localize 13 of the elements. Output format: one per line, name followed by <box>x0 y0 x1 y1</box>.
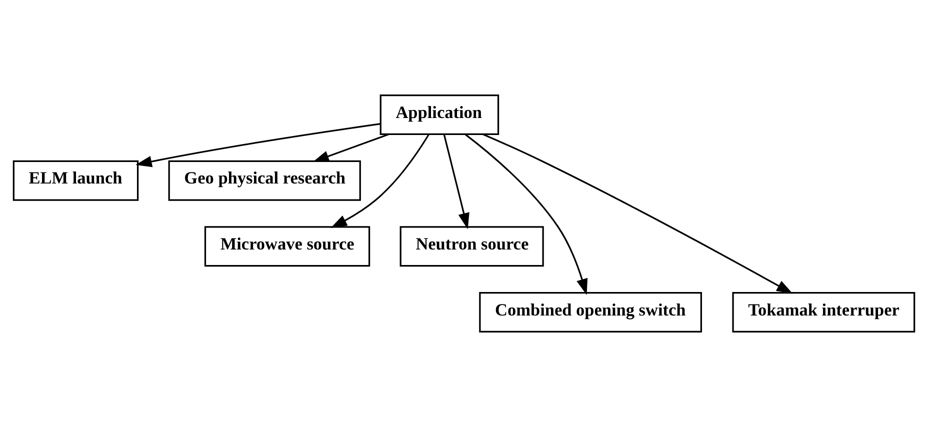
node-box: ELM launch <box>12 160 139 201</box>
node-box: Microwave source <box>204 226 370 267</box>
arrow <box>482 134 793 294</box>
node-box: Combined opening switch <box>479 292 702 332</box>
arrow <box>443 134 470 230</box>
arrow <box>464 134 588 295</box>
arrow <box>136 123 381 168</box>
node-box: Tokamak interruper <box>732 292 916 332</box>
node-box: Neutron source <box>400 226 544 267</box>
arrow <box>330 134 430 228</box>
node-box: Application <box>380 94 500 135</box>
node-box: Geo physical research <box>168 160 361 201</box>
arrow <box>312 133 390 162</box>
